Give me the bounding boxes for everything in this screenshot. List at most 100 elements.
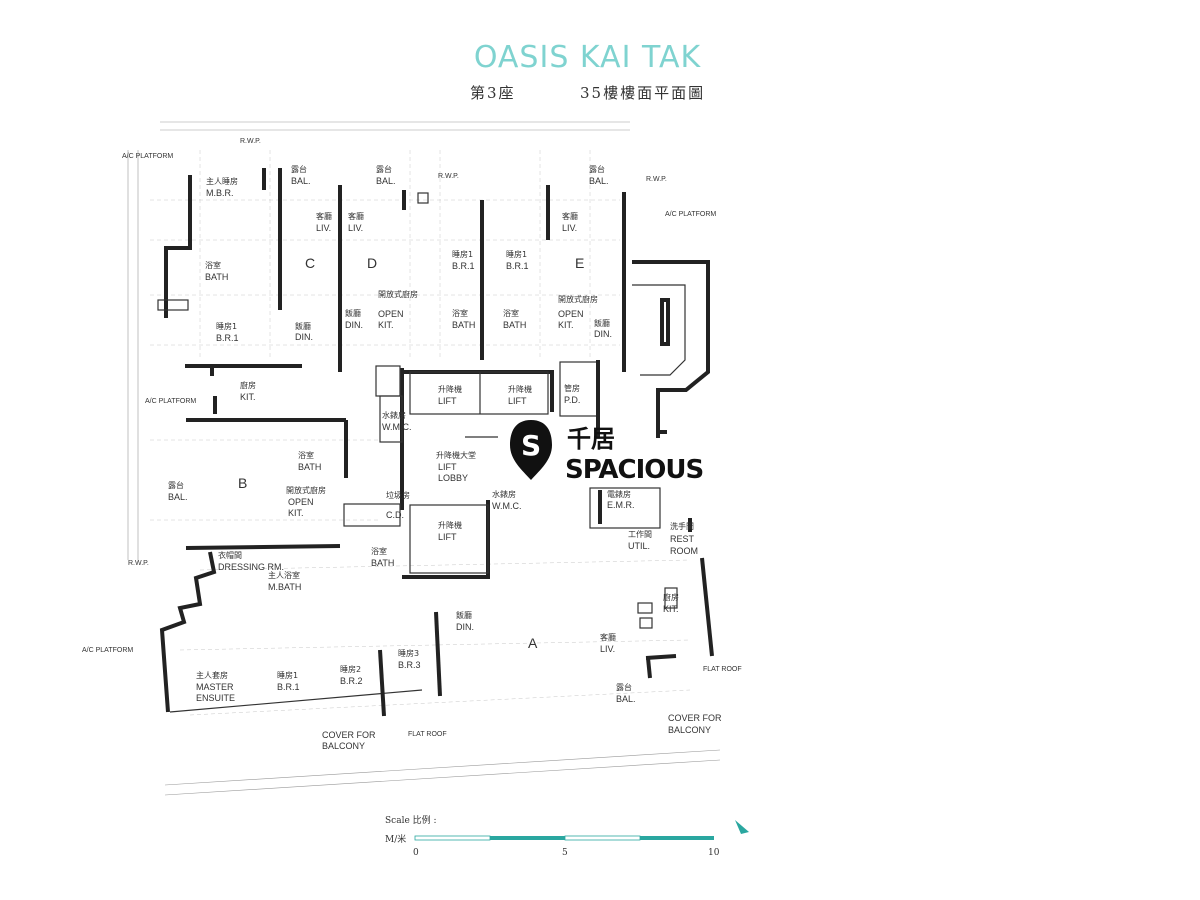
room-label: KIT.: [663, 604, 679, 614]
room-label: ENSUITE: [196, 693, 235, 703]
room-label: REST: [670, 534, 695, 544]
room-label: 露台: [168, 480, 184, 490]
room-label: LIV.: [600, 644, 615, 654]
room-label: 衣帽間: [218, 550, 242, 560]
room-label: 露台: [291, 164, 307, 174]
scale-label: Scale 比例 :: [385, 814, 437, 826]
unit-letters: C D E B A: [238, 255, 584, 651]
room-label: OPEN: [378, 309, 404, 319]
room-label: 水錶房: [492, 489, 516, 499]
room-label: 電錶房: [607, 489, 631, 499]
room-label: KIT.: [558, 320, 574, 330]
room-label: M.B.R.: [206, 188, 234, 198]
room-label: 睡房1: [452, 249, 473, 259]
room-label: BATH: [298, 462, 321, 472]
room-label: BATH: [452, 320, 475, 330]
room-label: BAL.: [589, 176, 609, 186]
block-label: 第3座: [470, 84, 516, 102]
room-label: 睡房1: [277, 670, 298, 680]
room-label: R.W.P.: [128, 560, 149, 567]
logo-letter: S: [521, 429, 541, 462]
room-label: LOBBY: [438, 473, 468, 483]
room-label: DIN.: [456, 622, 474, 632]
room-label: BALCONY: [322, 741, 365, 751]
room-label: 睡房1: [216, 321, 237, 331]
room-label: BATH: [205, 272, 228, 282]
room-label: B.R.1: [216, 333, 239, 343]
room-label: OPEN: [288, 497, 314, 507]
room-label: LIV.: [316, 223, 331, 233]
room-label: 廚房: [240, 380, 256, 390]
room-label: 露台: [589, 164, 605, 174]
room-label: BAL.: [616, 694, 636, 704]
room-label: A/C PLATFORM: [122, 153, 173, 160]
room-label: 開放式廚房: [286, 485, 326, 495]
room-label: 露台: [616, 682, 632, 692]
room-label: LIV.: [348, 223, 363, 233]
room-label: DIN.: [345, 320, 363, 330]
room-label: B.R.1: [452, 261, 475, 271]
unit-a-label: A: [528, 635, 538, 651]
room-label: 升降機: [438, 520, 462, 530]
logo-chinese: 千居: [567, 425, 615, 453]
room-label: 露台: [376, 164, 392, 174]
logo-pin-icon: [510, 420, 552, 480]
room-label: C.D.: [386, 510, 404, 520]
room-label: E.M.R.: [607, 500, 635, 510]
room-label: 升降機: [438, 384, 462, 394]
room-label: LIFT: [508, 396, 527, 406]
room-label: 主人浴室: [268, 570, 300, 580]
room-label: 主人套房: [196, 670, 228, 680]
room-label: 管房: [564, 383, 580, 393]
room-label: 客廳: [600, 632, 616, 642]
room-label: R.W.P.: [646, 176, 667, 183]
room-label: 開放式廚房: [558, 294, 598, 304]
walls: [157, 168, 714, 717]
room-label: 浴室: [503, 308, 519, 318]
room-label: DIN.: [295, 332, 313, 342]
room-label: 升降機大堂: [436, 450, 476, 460]
scale-bar: Scale 比例 : M/米 0 5 10: [385, 814, 749, 858]
room-label: B.R.3: [398, 660, 421, 670]
room-label: DIN.: [594, 329, 612, 339]
room-label: BALCONY: [668, 725, 711, 735]
room-label: BAL.: [376, 176, 396, 186]
room-label: W.M.C.: [492, 501, 522, 511]
room-label: BATH: [503, 320, 526, 330]
room-label: P.D.: [564, 395, 580, 405]
room-label: BATH: [371, 558, 394, 568]
room-label: COVER FOR: [322, 730, 376, 740]
room-label: COVER FOR: [668, 713, 722, 723]
room-label: 升降機: [508, 384, 532, 394]
room-label: 客廳: [348, 211, 364, 221]
room-labels: 主人睡房 M.B.R. 露台 BAL. 露台 BAL. 露台 BAL. 客廳 L…: [82, 138, 742, 751]
room-label: OPEN: [558, 309, 584, 319]
unit-d-label: D: [367, 255, 377, 271]
north-arrow-icon: [735, 820, 749, 834]
room-label: A/C PLATFORM: [82, 647, 133, 654]
room-label: 水錶房: [382, 410, 406, 420]
logo-english: SPACIOUS: [565, 455, 703, 485]
scale-tick: 0: [413, 848, 419, 858]
room-label: 睡房3: [398, 648, 419, 658]
room-label: A/C PLATFORM: [145, 398, 196, 405]
room-label: 飯廳: [295, 321, 311, 331]
room-label: BAL.: [168, 492, 188, 502]
room-label: 工作間: [628, 529, 652, 539]
unit-c-label: C: [305, 255, 315, 271]
room-label: 浴室: [371, 546, 387, 556]
room-label: LIFT: [438, 532, 457, 542]
scale-tick: 5: [562, 848, 568, 858]
room-label: A/C PLATFORM: [665, 211, 716, 218]
room-label: BAL.: [291, 176, 311, 186]
project-title: OASIS KAI TAK: [473, 40, 702, 75]
room-label: M.BATH: [268, 582, 301, 592]
room-label: R.W.P.: [438, 173, 459, 180]
room-label: B.R.1: [506, 261, 529, 271]
room-label: 飯廳: [594, 318, 610, 328]
room-label: DRESSING RM.: [218, 562, 284, 572]
room-label: FLAT ROOF: [703, 666, 742, 673]
unit-b-label: B: [238, 475, 247, 491]
room-label: LIV.: [562, 223, 577, 233]
